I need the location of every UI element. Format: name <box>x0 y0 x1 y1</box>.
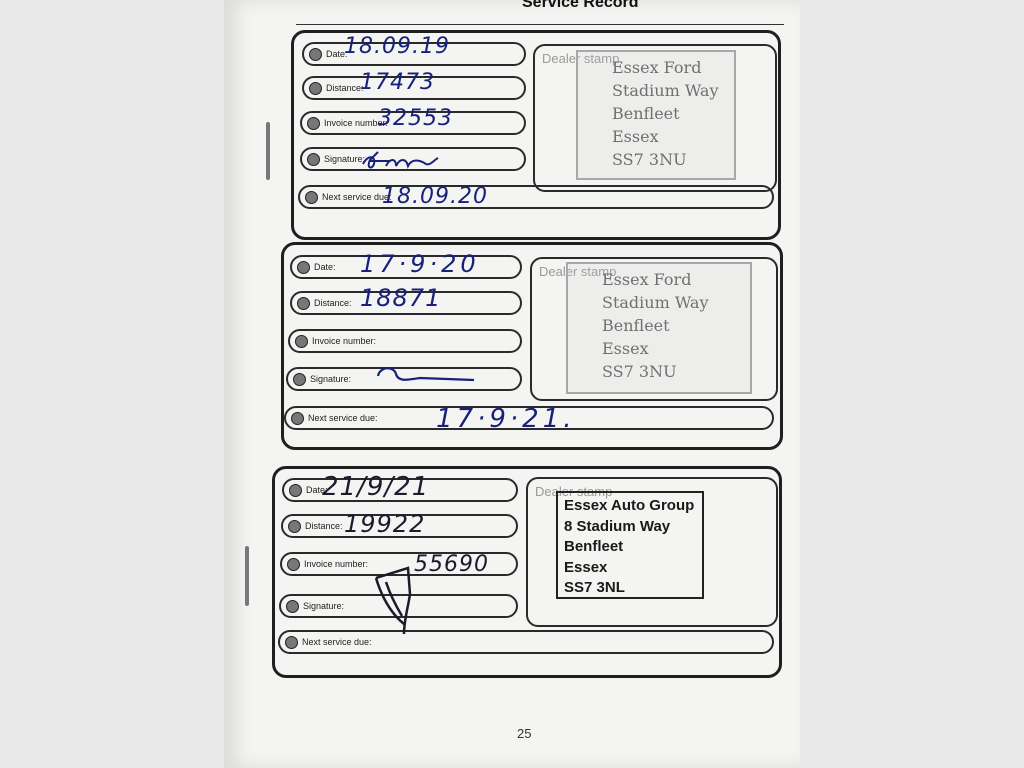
invoice-field-1[interactable]: Invoice number: <box>300 111 526 135</box>
stamp-line: Essex Auto Group <box>564 497 695 514</box>
stamp-line: Stadium Way <box>612 81 719 100</box>
distance-field-1[interactable]: Distance: <box>302 76 526 100</box>
stamp-line: 8 Stadium Way <box>564 517 671 535</box>
bullet-icon <box>289 483 302 497</box>
bullet-icon <box>307 116 320 130</box>
distance-value-1: 17473 <box>360 70 435 95</box>
field-label: Distance: <box>305 521 343 531</box>
bullet-icon <box>288 519 301 533</box>
bullet-icon <box>297 296 310 310</box>
distance-value-3: 19922 <box>344 510 426 538</box>
next-service-value-2: 17·9·21. <box>436 404 576 434</box>
service-record-3 <box>272 466 782 678</box>
bullet-icon <box>297 260 310 274</box>
stamp-line: Essex <box>564 558 608 576</box>
date-value-3: 21/9/21 <box>322 472 430 502</box>
stamp-line: Benfleet <box>602 316 670 335</box>
field-label: Next service due: <box>322 192 392 202</box>
service-record-2 <box>281 242 783 450</box>
stamp-line: SS7 3NU <box>602 362 677 381</box>
page-number: 25 <box>517 726 532 741</box>
stamp-line: Essex <box>612 127 659 146</box>
dealer-stamp-box-2: Dealer stamp <box>530 257 778 401</box>
stamp-line: SS7 3NU <box>612 150 687 169</box>
bullet-icon <box>286 599 299 613</box>
next-service-value-1: 18.09.20 <box>382 184 488 209</box>
stamp-line: Essex Ford <box>612 58 702 77</box>
stamp-label: Dealer stamp <box>542 51 620 66</box>
bullet-icon <box>309 81 322 95</box>
bullet-icon <box>295 334 308 348</box>
bullet-icon <box>307 152 320 166</box>
distance-value-2: 18871 <box>360 284 442 312</box>
field-label: Date: <box>326 49 348 59</box>
date-field-2[interactable]: Date: <box>290 255 522 279</box>
bullet-icon <box>305 190 318 204</box>
next-service-field-2[interactable]: Next service due: <box>284 406 774 430</box>
stamp-line: Benfleet <box>564 538 624 555</box>
invoice-field-2[interactable]: Invoice number: <box>288 329 522 353</box>
dealer-stamp-box-1: Dealer stamp <box>533 44 777 192</box>
field-label: Date: <box>306 485 328 495</box>
date-value-1: 18.09.19 <box>344 34 450 59</box>
stamp-line: SS7 3NL <box>564 579 625 596</box>
field-label: Date: <box>314 262 336 272</box>
staple-top <box>266 122 270 180</box>
field-label: Next service due: <box>308 413 378 423</box>
field-label: Signature: <box>324 154 366 164</box>
field-label: Signature: <box>310 374 352 384</box>
date-value-2: 17·9·20 <box>360 250 480 278</box>
staple-bottom <box>245 546 249 606</box>
invoice-value-1: 32553 <box>378 106 453 131</box>
bullet-icon <box>293 372 306 386</box>
next-service-field-3[interactable]: Next service due: <box>278 630 774 654</box>
page-title: Service Record <box>522 0 639 11</box>
service-record-1 <box>291 30 781 240</box>
field-label: Invoice number: <box>324 118 389 128</box>
stamp-line: Benfleet <box>612 104 680 123</box>
bullet-icon <box>309 47 322 61</box>
invoice-field-3[interactable]: Invoice number: <box>280 552 518 576</box>
header-divider <box>296 24 784 25</box>
signature-field-2[interactable]: Signature: <box>286 367 522 391</box>
bullet-icon <box>291 411 304 425</box>
date-field-3[interactable]: Date: <box>282 478 518 502</box>
signature-field-1[interactable]: Signature: <box>300 147 526 171</box>
distance-field-3[interactable]: Distance: <box>281 514 518 538</box>
date-field-1[interactable]: Date: <box>302 42 526 66</box>
stamp-label: Dealer stamp <box>539 264 617 279</box>
signature-scribble-1 <box>362 151 439 169</box>
field-label: Invoice number: <box>304 559 369 569</box>
stamp-line: Essex Ford <box>602 270 692 289</box>
invoice-value-3: 55690 <box>414 552 489 577</box>
field-label: Invoice number: <box>312 336 377 346</box>
bullet-icon <box>287 557 300 571</box>
stamp-line: Stadium Way <box>602 293 709 312</box>
signature-scribble-2 <box>376 367 475 382</box>
field-label: Distance: <box>326 83 364 93</box>
signature-scribble-3 <box>374 566 412 635</box>
bullet-icon <box>285 635 298 649</box>
field-label: Distance: <box>314 298 352 308</box>
dealer-stamp-3: Essex Auto Group 8 Stadium Way Benfleet … <box>556 491 704 599</box>
stamp-line: Essex <box>602 339 649 358</box>
dealer-stamp-2: Essex Ford Stadium Way Benfleet Essex SS… <box>566 262 752 394</box>
dealer-stamp-1: Essex Ford Stadium Way Benfleet Essex SS… <box>576 50 736 180</box>
distance-field-2[interactable]: Distance: <box>290 291 522 315</box>
field-label: Signature: <box>303 601 345 611</box>
signature-field-3[interactable]: Signature: <box>279 594 518 618</box>
field-label: Next service due: <box>302 637 372 647</box>
